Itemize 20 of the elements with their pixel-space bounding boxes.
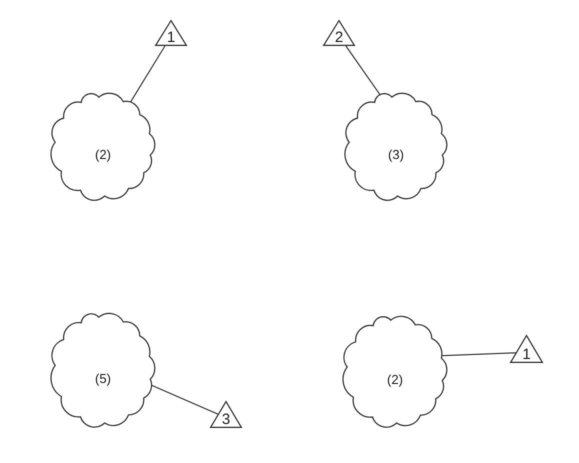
- leader-line: [345, 46, 380, 95]
- revision-cloud: [48, 90, 158, 203]
- revision-cloud: [340, 313, 450, 430]
- leader-line: [151, 384, 218, 415]
- revision-cloud: [342, 90, 450, 203]
- revision-number: 1: [166, 30, 176, 45]
- revision-triangle: [155, 20, 187, 46]
- cloud-label: (5): [95, 372, 111, 386]
- revision-triangle: [210, 401, 242, 428]
- revision-number: 1: [522, 347, 531, 362]
- revision-number: 3: [222, 412, 230, 427]
- revision-number: 2: [334, 30, 344, 45]
- leader-line: [130, 46, 166, 102]
- cloud-label: (3): [388, 148, 404, 162]
- revision-cloud: [48, 310, 158, 430]
- cloud-label: (2): [95, 148, 111, 162]
- revision-triangle: [323, 20, 355, 46]
- cloud-label: (2): [387, 373, 403, 386]
- revision-triangle: [510, 335, 543, 363]
- leader-line: [442, 352, 516, 356]
